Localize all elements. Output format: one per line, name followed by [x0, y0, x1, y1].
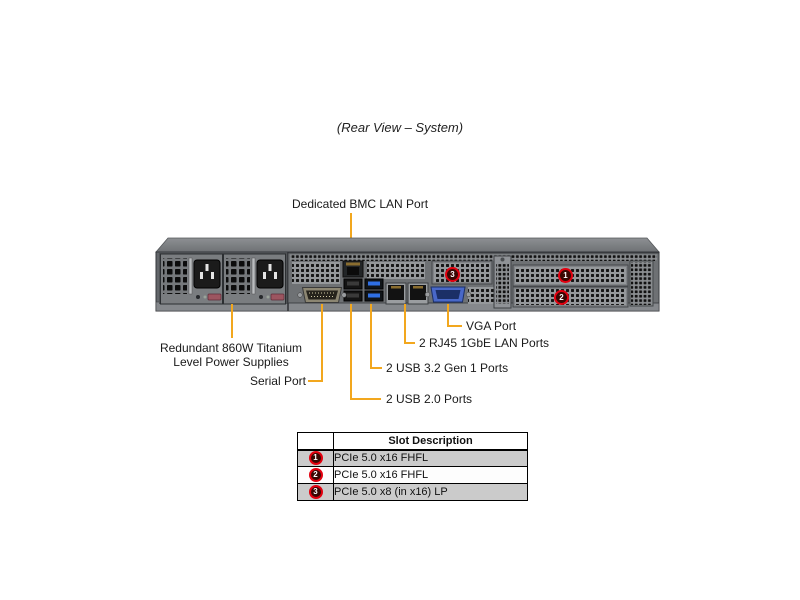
leader-line-serial-vertical — [321, 304, 323, 382]
leader-line-usb2-horizontal — [350, 398, 381, 400]
psu-release-latch — [270, 293, 285, 301]
leader-line-usb2-vertical — [350, 304, 352, 400]
leader-line-psu — [231, 304, 233, 338]
label-usb2-ports: 2 USB 2.0 Ports — [386, 392, 473, 406]
top-vent-strip — [290, 254, 657, 261]
chassis-top-surface — [155, 237, 660, 253]
rj45-lan-ports — [385, 282, 429, 305]
io-panel — [287, 252, 660, 309]
leader-line-lan-vertical — [404, 304, 406, 344]
slot-description-cell: PCIe 5.0 x16 FHFL — [333, 449, 528, 467]
label-usb3-ports: 2 USB 3.2 Gen 1 Ports — [386, 361, 509, 375]
table-row: 2 PCIe 5.0 x16 FHFL — [297, 466, 528, 484]
vga-port — [424, 286, 472, 303]
table-header-row: Slot Description — [297, 432, 528, 451]
slot-description-table: Slot Description 1 PCIe 5.0 x16 FHFL 2 P… — [297, 432, 528, 501]
serial-port-db9 — [297, 287, 347, 303]
leader-line-usb3-vertical — [370, 304, 372, 369]
label-serial-port: Serial Port — [249, 374, 306, 388]
diagram-title: (Rear View – System) — [336, 120, 464, 135]
vent-field — [292, 262, 340, 284]
psu-left — [160, 253, 223, 305]
psu-handle — [188, 257, 193, 295]
psu-handle — [251, 257, 256, 295]
psu-vent-grid — [226, 258, 250, 294]
pcie-bracket-mount — [493, 255, 512, 309]
slot-marker-3: 3 — [445, 267, 460, 282]
leader-line-serial-horizontal — [308, 380, 323, 382]
pcie-slot2-bracket — [512, 286, 629, 308]
slot-description-cell: PCIe 5.0 x16 FHFL — [333, 466, 528, 484]
psu-right — [223, 253, 286, 305]
label-lan-ports: 2 RJ45 1GbE LAN Ports — [419, 336, 550, 350]
slot-description-cell: PCIe 5.0 x8 (in x16) LP — [333, 483, 528, 501]
label-power-supplies-line2: Level Power Supplies — [173, 355, 289, 369]
leader-line-usb3-horizontal — [370, 367, 382, 369]
label-bmc-lan-port: Dedicated BMC LAN Port — [292, 197, 429, 211]
label-power-supplies: Redundant 860W Titanium Level Power Supp… — [158, 341, 304, 369]
psu-power-inlet — [193, 259, 221, 289]
power-supply-modules — [159, 253, 288, 305]
label-power-supplies-line1: Redundant 860W Titanium — [159, 341, 303, 355]
vent-field — [367, 262, 425, 279]
leader-line-vga-horizontal — [447, 325, 462, 327]
slot-badge-1: 1 — [308, 451, 323, 466]
usb3-ports — [364, 278, 384, 302]
slot-marker-2: 2 — [554, 290, 569, 305]
pcie-slot3-bracket — [431, 260, 493, 285]
table-header-slot — [297, 432, 334, 451]
right-vent-grid — [629, 260, 654, 307]
table-row: 3 PCIe 5.0 x8 (in x16) LP — [297, 483, 528, 501]
leader-line-vga-vertical — [447, 304, 449, 327]
psu-release-latch — [207, 293, 222, 301]
bmc-lan-port — [342, 260, 364, 278]
slot-badge-2: 2 — [308, 468, 323, 482]
slot-badge-3: 3 — [308, 485, 323, 499]
table-header-description: Slot Description — [333, 432, 528, 451]
pcie-slot1-bracket — [512, 264, 629, 287]
leader-line-lan-horizontal — [404, 342, 415, 344]
psu-vent-grid — [163, 258, 187, 294]
psu-power-inlet — [256, 259, 284, 289]
slot-marker-1: 1 — [558, 268, 573, 283]
label-vga-port: VGA Port — [466, 319, 517, 333]
table-row: 1 PCIe 5.0 x16 FHFL — [297, 449, 528, 467]
vent-field — [468, 287, 494, 304]
server-chassis-rear-view — [155, 237, 660, 312]
